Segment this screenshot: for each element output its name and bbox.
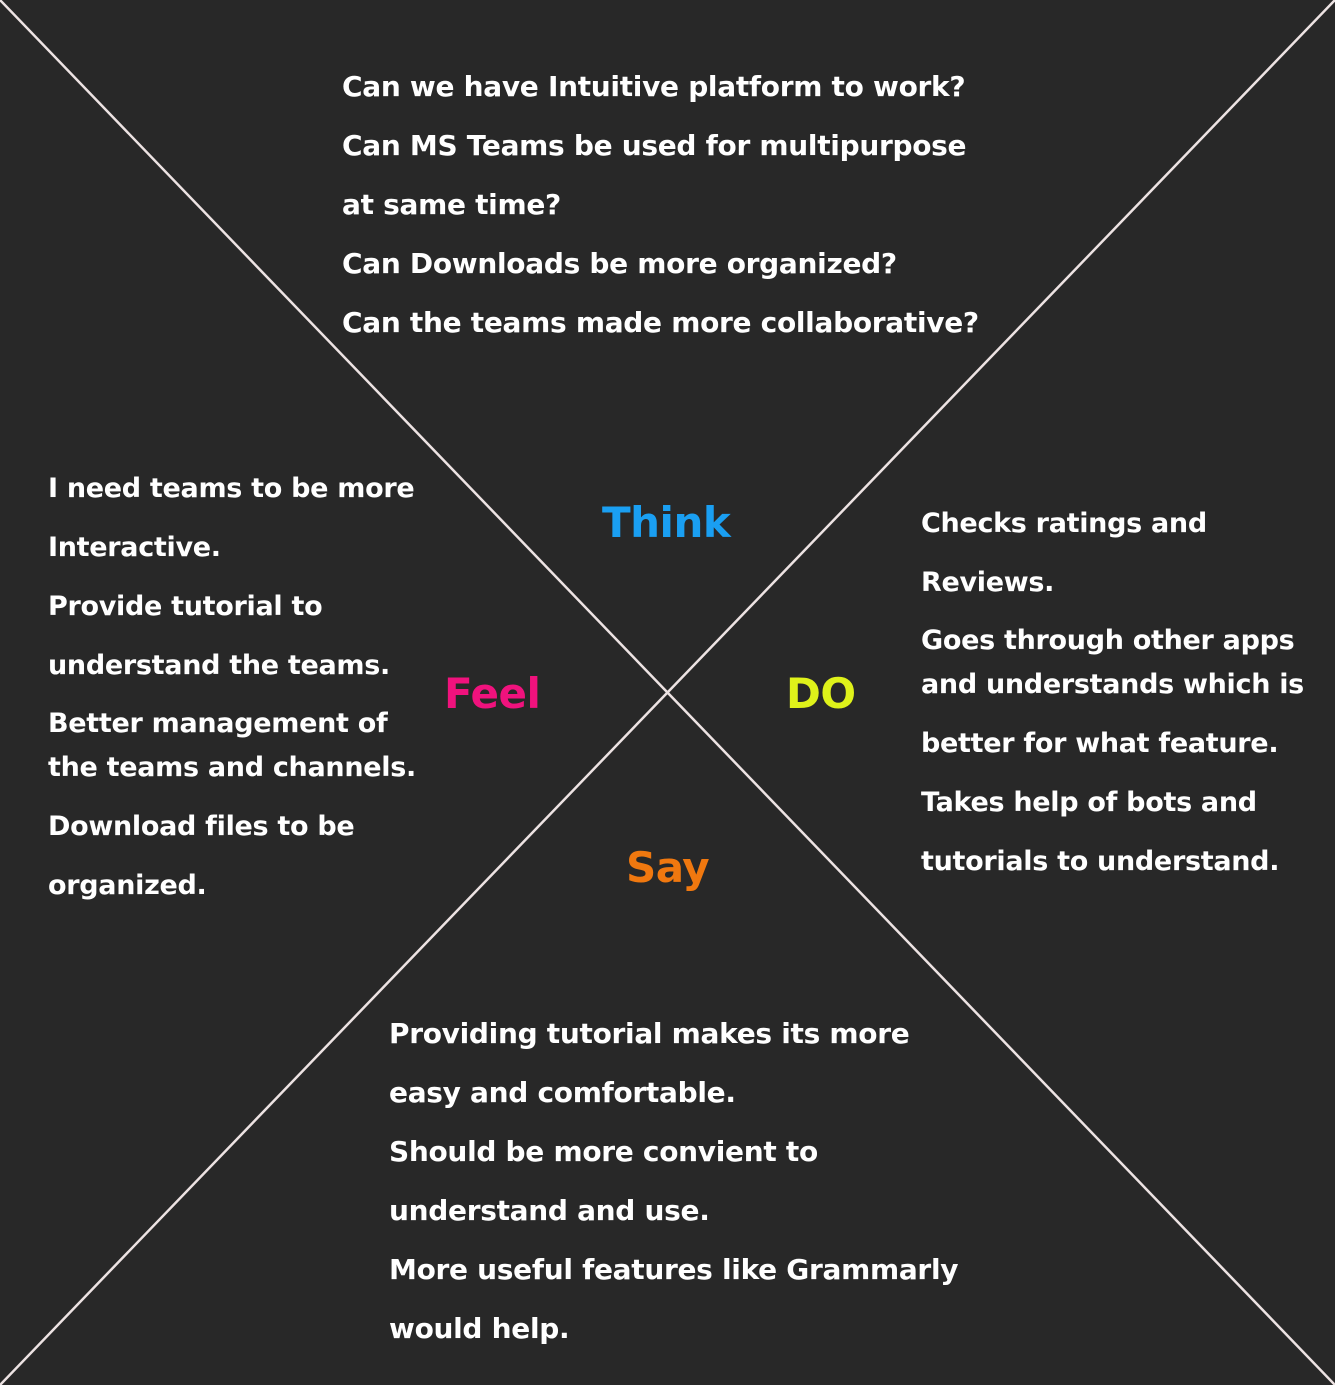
do-item: Checks ratings and bbox=[921, 508, 1207, 539]
do-item: Takes help of bots and bbox=[921, 787, 1257, 818]
do-item: Goes through other apps bbox=[921, 625, 1295, 656]
do-item: better for what feature. bbox=[921, 728, 1279, 759]
think-quadrant-text: Can we have Intuitive platform to work? … bbox=[342, 57, 1062, 352]
say-item: would help. bbox=[389, 1312, 570, 1345]
think-item: Can Downloads be more organized? bbox=[342, 247, 897, 280]
do-item: tutorials to understand. bbox=[921, 846, 1280, 877]
feel-item: organized. bbox=[48, 870, 207, 901]
say-item: Should be more convient to bbox=[389, 1135, 818, 1168]
do-item: Reviews. bbox=[921, 567, 1055, 598]
feel-item: Provide tutorial to bbox=[48, 591, 323, 622]
feel-item: understand the teams. bbox=[48, 650, 390, 681]
feel-item: Better management of bbox=[48, 708, 388, 739]
feel-label: Feel bbox=[444, 669, 541, 718]
say-quadrant-text: Providing tutorial makes its more easy a… bbox=[389, 1004, 1009, 1358]
say-item: More useful features like Grammarly bbox=[389, 1253, 959, 1286]
think-item: Can MS Teams be used for multipurpose bbox=[342, 129, 967, 162]
do-item: and understands which is bbox=[921, 669, 1304, 700]
feel-item: Interactive. bbox=[48, 532, 221, 563]
say-item: understand and use. bbox=[389, 1194, 710, 1227]
say-item: Providing tutorial makes its more bbox=[389, 1017, 910, 1050]
feel-item: the teams and channels. bbox=[48, 752, 416, 783]
think-item: at same time? bbox=[342, 188, 561, 221]
feel-quadrant-text: I need teams to be more Interactive. Pro… bbox=[48, 459, 448, 915]
do-label: DO bbox=[786, 669, 856, 718]
do-quadrant-text: Checks ratings and Reviews. Goes through… bbox=[921, 494, 1331, 891]
think-label: Think bbox=[602, 498, 731, 547]
feel-item: I need teams to be more bbox=[48, 473, 415, 504]
feel-item: Download files to be bbox=[48, 811, 355, 842]
think-item: Can the teams made more collaborative? bbox=[342, 306, 979, 339]
think-item: Can we have Intuitive platform to work? bbox=[342, 70, 966, 103]
say-label: Say bbox=[626, 843, 710, 892]
say-item: easy and comfortable. bbox=[389, 1076, 736, 1109]
